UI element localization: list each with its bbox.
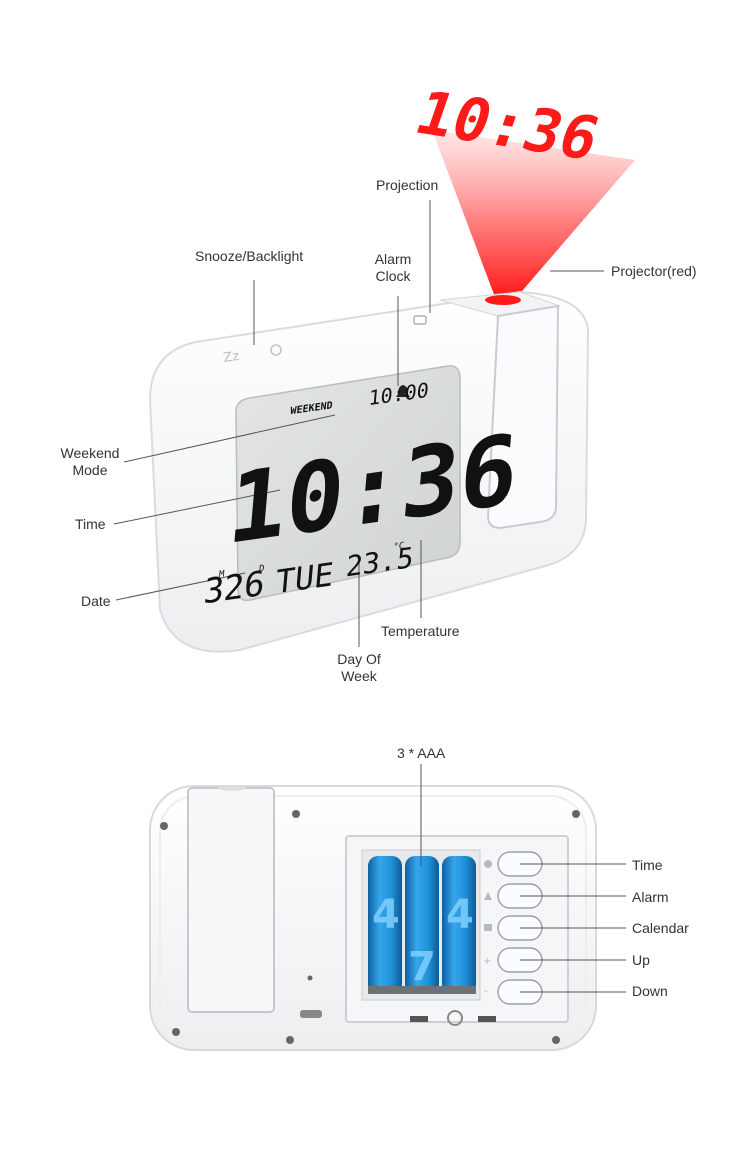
day-of-week: TUE	[274, 555, 335, 601]
battery-marking: 4	[372, 892, 400, 938]
label-projection: Projection	[376, 177, 439, 193]
battery-3	[442, 856, 476, 994]
label-time-button: Time	[632, 857, 663, 873]
battery-marking: 7	[408, 944, 436, 990]
date-month: 3	[202, 570, 226, 613]
label-battery-type: 3 * AAA	[397, 745, 446, 761]
label-projector-red: Projector(red)	[611, 263, 697, 279]
usb-port	[300, 1010, 322, 1018]
label-temperature: Temperature	[381, 623, 460, 639]
svg-text:Zz: Zz	[222, 349, 240, 366]
main-time: 10:36	[224, 413, 523, 567]
label-alarm-button: Alarm	[632, 889, 669, 905]
label-alarm-clock: Alarm Clock	[374, 251, 412, 284]
label-snooze-backlight: Snooze/Backlight	[195, 248, 304, 264]
temperature-unit: °C	[393, 541, 405, 553]
date-month-marker: M	[219, 569, 226, 580]
alarm-time: 10:00	[368, 378, 430, 410]
date-day-marker: D	[259, 564, 265, 575]
battery-2	[405, 856, 439, 994]
label-calendar-button: Calendar	[632, 920, 689, 936]
screw	[172, 1028, 180, 1036]
screw	[572, 810, 580, 818]
projection-beam	[432, 130, 635, 305]
projector-lens	[485, 295, 521, 305]
projection-button-icon	[413, 315, 427, 325]
label-up-button: Up	[632, 952, 650, 968]
weekend-badge: WEEKEND	[290, 400, 333, 417]
date-day: 26	[222, 564, 266, 610]
battery-1	[368, 856, 402, 994]
alarm-bell-icon	[396, 385, 410, 397]
screw	[552, 1036, 560, 1044]
svg-text:+: +	[483, 956, 491, 967]
batteries	[368, 856, 476, 994]
svg-text:-: -	[484, 986, 488, 997]
screw	[292, 810, 300, 818]
screw	[286, 1036, 294, 1044]
screw	[160, 822, 168, 830]
battery-marking: 4	[446, 892, 474, 938]
label-time: Time	[75, 516, 106, 532]
label-weekend-mode: Weekend Mode	[60, 445, 120, 478]
projector-column	[486, 304, 560, 530]
label-down-button: Down	[632, 983, 668, 999]
label-date: Date	[81, 593, 111, 609]
label-day-of-week: Day Of Week	[337, 651, 381, 684]
